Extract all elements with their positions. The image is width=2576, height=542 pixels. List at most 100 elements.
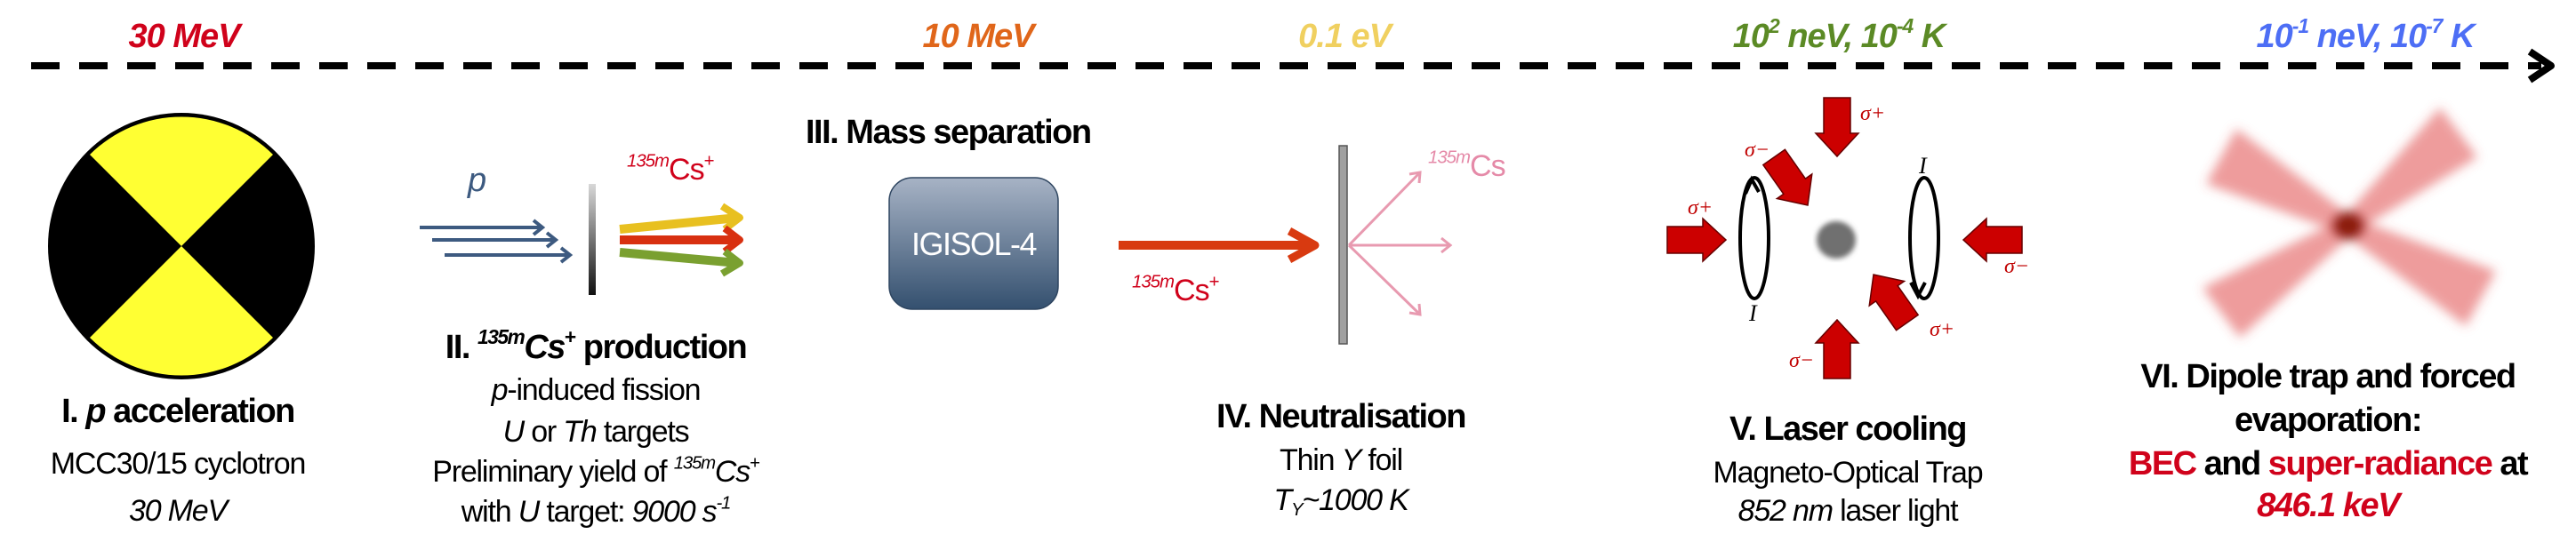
text: Y <box>1341 443 1362 477</box>
text: or <box>523 415 564 449</box>
stage2-line1: p-induced fission <box>491 373 702 407</box>
separated-beam-label: 135mCs+ <box>1132 272 1220 307</box>
text: 9000 s <box>631 495 718 529</box>
current-label: I <box>1749 300 1757 326</box>
neutralisation-foil <box>1338 145 1348 345</box>
text: Cs <box>1470 149 1506 183</box>
stage1-line2: 30 MeV <box>129 494 228 528</box>
text: 852 nm <box>1737 494 1834 528</box>
stage2-line3: Preliminary yield of 135mCs+ <box>432 453 760 489</box>
neutral-atom-label: 135mCs <box>1428 147 1506 183</box>
text: + <box>1208 272 1220 292</box>
fission-product-arrows <box>619 203 743 277</box>
text: p <box>491 373 509 407</box>
stage4-title: IV. Neutralisation <box>1216 398 1466 435</box>
sigma-plus-label: σ+ <box>1860 102 1886 125</box>
text: p <box>85 393 106 430</box>
stage2-line4: with U target: 9000 s-1 <box>461 493 732 529</box>
text: 135m <box>673 453 716 474</box>
text: K <box>1913 18 1946 55</box>
sigma-minus-label: σ− <box>1789 349 1815 372</box>
text: 135m <box>627 151 670 171</box>
sigma-plus-label: σ+ <box>1688 196 1713 219</box>
text: Cs <box>669 153 705 187</box>
neutral-atom-rays <box>1347 171 1453 316</box>
proton-beam-arrows <box>420 219 574 264</box>
stage2-line2: U or Th targets <box>502 415 690 449</box>
text: T <box>1273 483 1292 517</box>
text: target: <box>539 495 632 529</box>
bec-text: BEC <box>2128 445 2197 482</box>
energy-label-10mev: 10 MeV <box>922 18 1035 55</box>
stage4-line2: TY~1000 K <box>1273 483 1408 519</box>
text: -1 <box>716 493 731 514</box>
text: -1 <box>2291 14 2309 38</box>
magneto-optical-trap <box>1666 97 2023 379</box>
igisol-box <box>888 177 1059 310</box>
stage5-title: V. Laser cooling <box>1729 410 1968 448</box>
proton-label: p <box>468 162 486 199</box>
text: 10 <box>1732 18 1769 55</box>
text: Cs <box>524 329 566 366</box>
stage6-title-line1: VI. Dipole trap and forced <box>2140 358 2516 395</box>
text: Thin <box>1280 443 1342 477</box>
text: 135m <box>1132 272 1175 292</box>
text: U <box>502 415 526 449</box>
text: neV, 10 <box>1778 18 1898 55</box>
text: -4 <box>1896 14 1914 38</box>
crossed-dipole-beams <box>2203 108 2496 338</box>
stage3-title: III. Mass separation <box>806 114 1092 151</box>
text: 10 <box>2256 18 2293 55</box>
stage6-energy: 846.1 keV <box>2257 487 2400 524</box>
text: II. <box>445 329 478 366</box>
sigma-minus-label: σ− <box>1745 139 1770 162</box>
text: ~1000 K <box>1302 483 1408 517</box>
text: K <box>2442 18 2475 55</box>
text: Cs <box>714 455 750 489</box>
text: neV, 10 <box>2308 18 2428 55</box>
text: 2 <box>1769 14 1780 38</box>
text: Cs <box>1174 274 1210 307</box>
text: I. <box>61 393 86 430</box>
stage4-line1: Thin Y foil <box>1280 443 1403 477</box>
igisol-label: IGISOL-4 <box>911 226 1038 262</box>
laser-beam-arrows <box>1666 97 2023 379</box>
stage1-title: I. p acceleration <box>61 393 295 430</box>
sigma-minus-label: σ− <box>2004 255 2030 278</box>
text: production <box>574 329 748 366</box>
text: Th <box>563 415 597 449</box>
text: 135m <box>477 325 526 349</box>
text: with <box>461 495 518 529</box>
text: foil <box>1360 443 1403 477</box>
product-label: 135mCs+ <box>627 151 715 187</box>
fission-target-foil <box>589 184 596 295</box>
stage5-line1: Magneto-Optical Trap <box>1713 456 1984 490</box>
text: U <box>518 495 541 529</box>
text: -7 <box>2426 14 2443 38</box>
radiation-symbol-icon <box>48 113 315 379</box>
current-label: I <box>1919 153 1927 179</box>
coil-right <box>1908 176 1940 300</box>
text: -induced fission <box>507 373 701 407</box>
stage5-line2: 852 nm laser light <box>1737 494 1959 528</box>
text: acceleration <box>105 393 295 430</box>
super-radiance-text: super-radiance <box>2267 445 2493 482</box>
text: Preliminary yield of <box>432 455 674 489</box>
stage2-title: II. 135mCs+ production <box>445 327 748 366</box>
text: and <box>2195 445 2268 482</box>
stage6-title-line2: evaporation: <box>2234 402 2423 439</box>
text: + <box>564 325 576 349</box>
text: at <box>2492 445 2528 482</box>
text: + <box>703 151 715 171</box>
text: laser light <box>1832 494 1959 528</box>
text: 135m <box>1428 147 1471 168</box>
sigma-plus-label: σ+ <box>1930 318 1955 341</box>
stage1-line1: MCC30/15 cyclotron <box>50 447 307 481</box>
text: Y <box>1290 500 1304 521</box>
coil-left <box>1738 176 1770 300</box>
energy-axis-arrow <box>31 48 2555 84</box>
stage6-title-line3: BEC and super-radiance at <box>2128 445 2529 482</box>
text: + <box>750 453 760 474</box>
text: targets <box>596 415 690 449</box>
